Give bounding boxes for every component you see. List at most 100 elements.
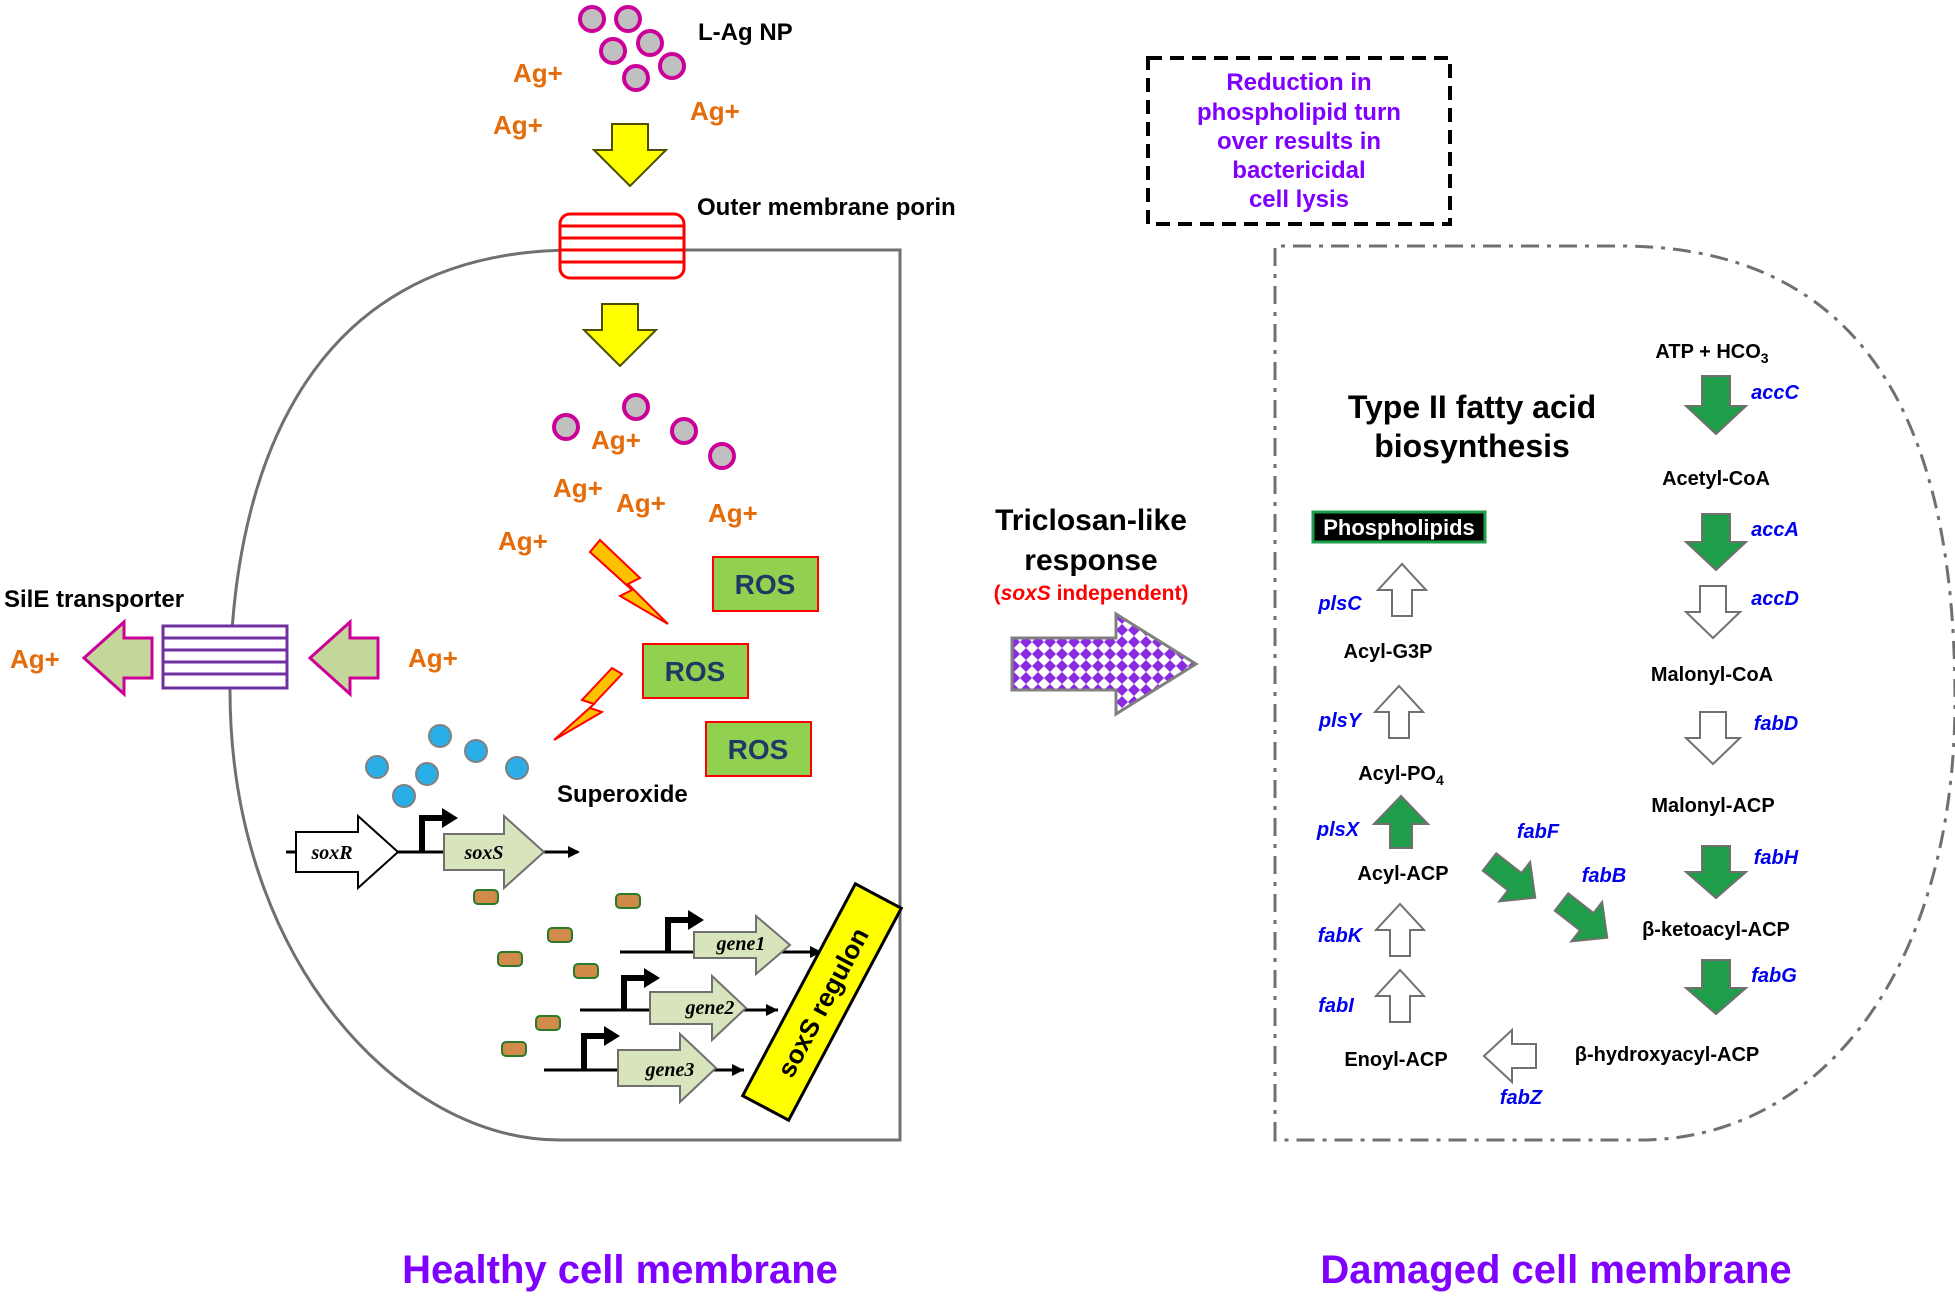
ag-ion-label: Ag+ (591, 425, 641, 455)
gene3-construct: gene3 (544, 1026, 744, 1105)
gene-label-fabF: fabF (1517, 821, 1560, 843)
ros-box: ROS (642, 643, 749, 699)
gene-label-plsC: plsC (1317, 593, 1362, 615)
gene-label-fabG: fabG (1751, 965, 1797, 987)
pathway-title-line2: biosynthesis (1374, 428, 1570, 464)
lysis-note-line: cell lysis (1249, 186, 1349, 213)
white-down-arrow (1683, 711, 1743, 766)
acetyl-coa-label: Acetyl-CoA (1662, 468, 1770, 490)
soxs-independent-note: (soxS independent) (994, 582, 1189, 605)
ag-ion-label: Ag+ (690, 96, 740, 126)
white-down-arrow (1683, 585, 1743, 640)
soxs-gene-arrow (443, 813, 546, 891)
green-down-arrow (1683, 375, 1749, 436)
gene-label-fabZ: fabZ (1500, 1087, 1543, 1109)
ag-ion-label: Ag+ (10, 644, 60, 674)
hydroxyacyl-acp-label: β-hydroxyacyl-ACP (1575, 1044, 1759, 1066)
yellow-down-arrow (581, 303, 659, 368)
damaged-cell-caption: Damaged cell membrane (1320, 1248, 1791, 1292)
gene3-label: gene3 (645, 1059, 695, 1081)
gene1-construct: gene1 (620, 910, 822, 977)
ag-ion-label: Ag+ (553, 473, 603, 503)
outer-membrane-porin-label: Outer membrane porin (697, 194, 956, 221)
ag-ion-label: Ag+ (493, 110, 543, 140)
gene2-label: gene2 (685, 997, 735, 1019)
lysis-note-line: Reduction in (1226, 69, 1371, 96)
gene-label-plsY: plsY (1318, 710, 1363, 732)
green-down-arrow (1683, 513, 1749, 572)
gene-label-fabH: fabH (1754, 847, 1799, 869)
gene-label-fabD: fabD (1754, 713, 1798, 735)
phospholipids-box (1311, 510, 1487, 544)
healthy-cell-caption: Healthy cell membrane (402, 1248, 838, 1292)
ag-nanoparticles-top (578, 5, 686, 92)
gene-label-fabB: fabB (1582, 865, 1626, 887)
ketoacyl-acp-label: β-ketoacyl-ACP (1642, 919, 1790, 941)
yellow-down-arrow (591, 123, 669, 188)
white-left-arrow (1482, 1027, 1537, 1085)
superoxide-label: Superoxide (557, 781, 688, 808)
gene-label-plsX: plsX (1316, 819, 1361, 841)
sile-transporter (161, 624, 289, 690)
gene-label-fabK: fabK (1318, 925, 1364, 947)
soxs-regulon-box: soxS regulon (740, 881, 904, 1123)
l-ag-np-label: L-Ag NP (698, 19, 793, 46)
green-down-arrow (1683, 845, 1749, 900)
ros-box: ROS (705, 721, 812, 777)
white-up-arrow (1375, 562, 1429, 617)
white-up-arrow (1373, 902, 1427, 957)
acyl-g3p-label: Acyl-G3P (1344, 641, 1433, 663)
enoyl-acp-label: Enoyl-ACP (1344, 1049, 1447, 1071)
superoxide-particles (365, 724, 529, 808)
gene-label-fabI: fabI (1318, 995, 1354, 1017)
ag-ion-label: Ag+ (513, 58, 563, 88)
gene-label-accC: accC (1751, 382, 1799, 404)
gene-label-accA: accA (1751, 519, 1799, 541)
efflux-arrow (81, 618, 154, 698)
svg-text:ROS: ROS (665, 656, 726, 687)
soxr-gene-arrow (295, 813, 400, 891)
sile-transporter-label: SilE transporter (4, 586, 184, 613)
svg-text:ROS: ROS (728, 734, 789, 765)
soxr-label: soxR (310, 842, 352, 864)
pathway-title-line1: Type II fatty acid (1348, 389, 1596, 425)
gene1-label: gene1 (716, 933, 766, 955)
promoter-arrowhead (442, 808, 458, 828)
green-diagonal-arrow (1481, 851, 1537, 903)
lysis-note-line: phospholipid turn (1197, 99, 1401, 126)
white-up-arrow (1372, 684, 1426, 739)
green-down-arrow (1683, 959, 1749, 1016)
ros-box: ROS (712, 556, 819, 612)
soxs-label: soxS (464, 842, 504, 864)
ag-ion-label: Ag+ (408, 643, 458, 673)
ag-ion-label: Ag+ (616, 488, 666, 518)
lysis-note-line: bactericidal (1232, 157, 1365, 184)
green-up-arrow (1371, 794, 1431, 849)
promoter-arrow (419, 815, 444, 852)
ag-ion-label: Ag+ (708, 498, 758, 528)
lysis-note-line: over results in (1217, 128, 1381, 155)
atp-hco3-label: ATP + HCO3 (1655, 341, 1768, 366)
efflux-arrow (307, 618, 380, 698)
green-diagonal-arrow (1553, 891, 1609, 943)
protein-icon (473, 889, 641, 1057)
acyl-po4-label: Acyl-PO4 (1358, 763, 1444, 788)
ag-ion-label: Ag+ (498, 526, 548, 556)
malonyl-acp-label: Malonyl-ACP (1651, 795, 1774, 817)
gene2-construct: gene2 (580, 968, 778, 1043)
ag-nanoparticles-inside (552, 393, 736, 470)
triclosan-response-arrow (1010, 611, 1199, 717)
dna-arrowhead (568, 846, 580, 858)
lysis-note-box (1146, 56, 1452, 226)
acyl-acp-label: Acyl-ACP (1357, 863, 1448, 885)
triclosan-response-line2: response (1024, 544, 1157, 577)
white-up-arrow (1373, 968, 1427, 1023)
phospholipids-label: Phospholipids (1323, 515, 1475, 540)
triclosan-response-line1: Triclosan-like (995, 504, 1187, 537)
malonyl-coa-label: Malonyl-CoA (1651, 664, 1773, 686)
svg-text:ROS: ROS (735, 569, 796, 600)
gene-label-accD: accD (1751, 588, 1799, 610)
damaged-cell-outline (1273, 244, 1955, 1142)
lightning-bolt-icon (588, 538, 669, 625)
